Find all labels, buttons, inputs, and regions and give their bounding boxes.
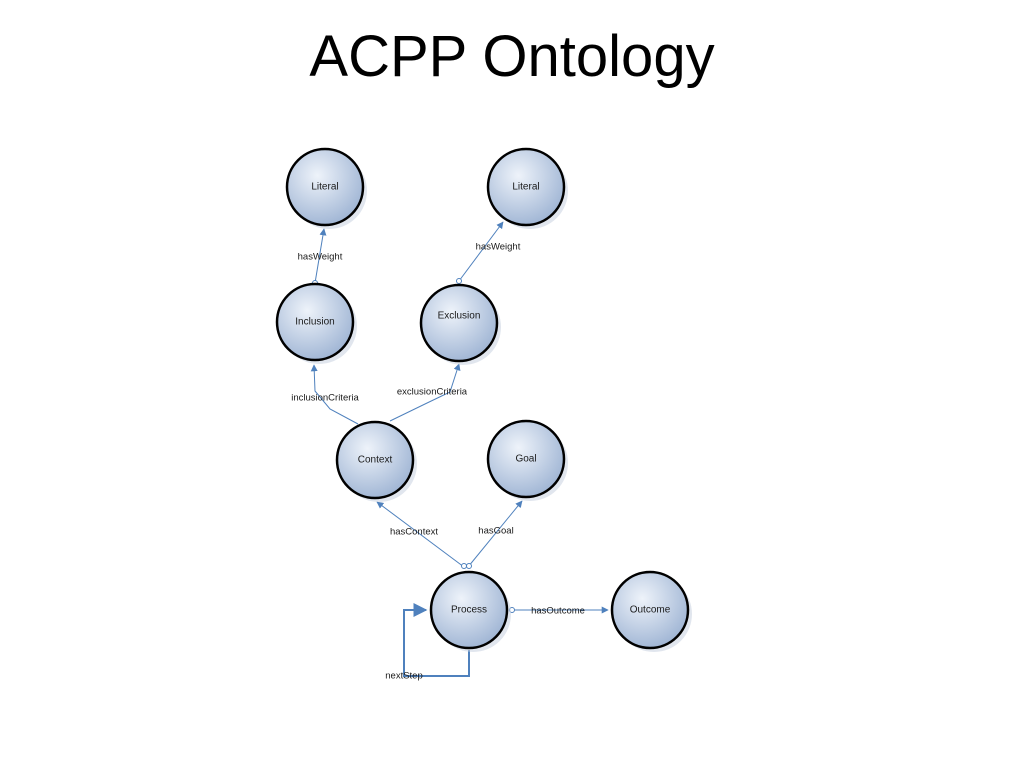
nodes: Literal Literal Inclusion Exclusion Cont… xyxy=(275,147,692,652)
node-context[interactable]: Context xyxy=(335,420,417,502)
edge-label-has-goal: hasGoal xyxy=(478,526,513,537)
edge-inclusion-criteria xyxy=(310,364,359,425)
node-inclusion[interactable]: Inclusion xyxy=(275,282,357,364)
edge-origin-dot xyxy=(461,563,467,569)
node-label: Exclusion xyxy=(438,311,481,322)
edge-has-goal xyxy=(467,500,523,568)
edge-label-has-context: hasContext xyxy=(390,527,438,538)
edge-labels: hasWeight hasWeight inclusionCriteria ex… xyxy=(291,242,585,682)
edge-label-has-weight-right: hasWeight xyxy=(476,242,521,253)
edge-label-has-outcome: hasOutcome xyxy=(531,606,585,617)
edge-exclusion-criteria xyxy=(389,363,461,422)
slide-title: ACPP Ontology xyxy=(309,24,715,89)
edge-label-next-step: nextStep xyxy=(385,671,423,682)
node-literal-right[interactable]: Literal xyxy=(486,147,568,229)
edge-has-weight-left xyxy=(314,228,327,284)
node-label: Literal xyxy=(311,182,338,193)
edge-label-has-weight-left: hasWeight xyxy=(298,252,343,263)
node-process[interactable]: Process xyxy=(429,570,511,652)
node-label: Goal xyxy=(515,454,536,465)
node-label: Outcome xyxy=(630,605,671,616)
node-goal[interactable]: Goal xyxy=(486,419,568,501)
edge-label-inclusion-criteria: inclusionCriteria xyxy=(291,393,359,404)
node-label: Process xyxy=(451,605,487,616)
node-label: Context xyxy=(358,455,393,466)
edge-origin-dot xyxy=(466,563,472,569)
edge-has-context xyxy=(376,501,465,568)
edge-has-weight-right xyxy=(458,221,504,282)
node-exclusion[interactable]: Exclusion xyxy=(419,283,501,365)
edge-origin-dot xyxy=(456,278,462,284)
node-label: Inclusion xyxy=(295,317,334,328)
node-literal-left[interactable]: Literal xyxy=(285,147,367,229)
edge-next-step xyxy=(403,603,470,677)
edge-label-exclusion-criteria: exclusionCriteria xyxy=(397,387,468,398)
node-outcome[interactable]: Outcome xyxy=(610,570,692,652)
node-label: Literal xyxy=(512,182,539,193)
